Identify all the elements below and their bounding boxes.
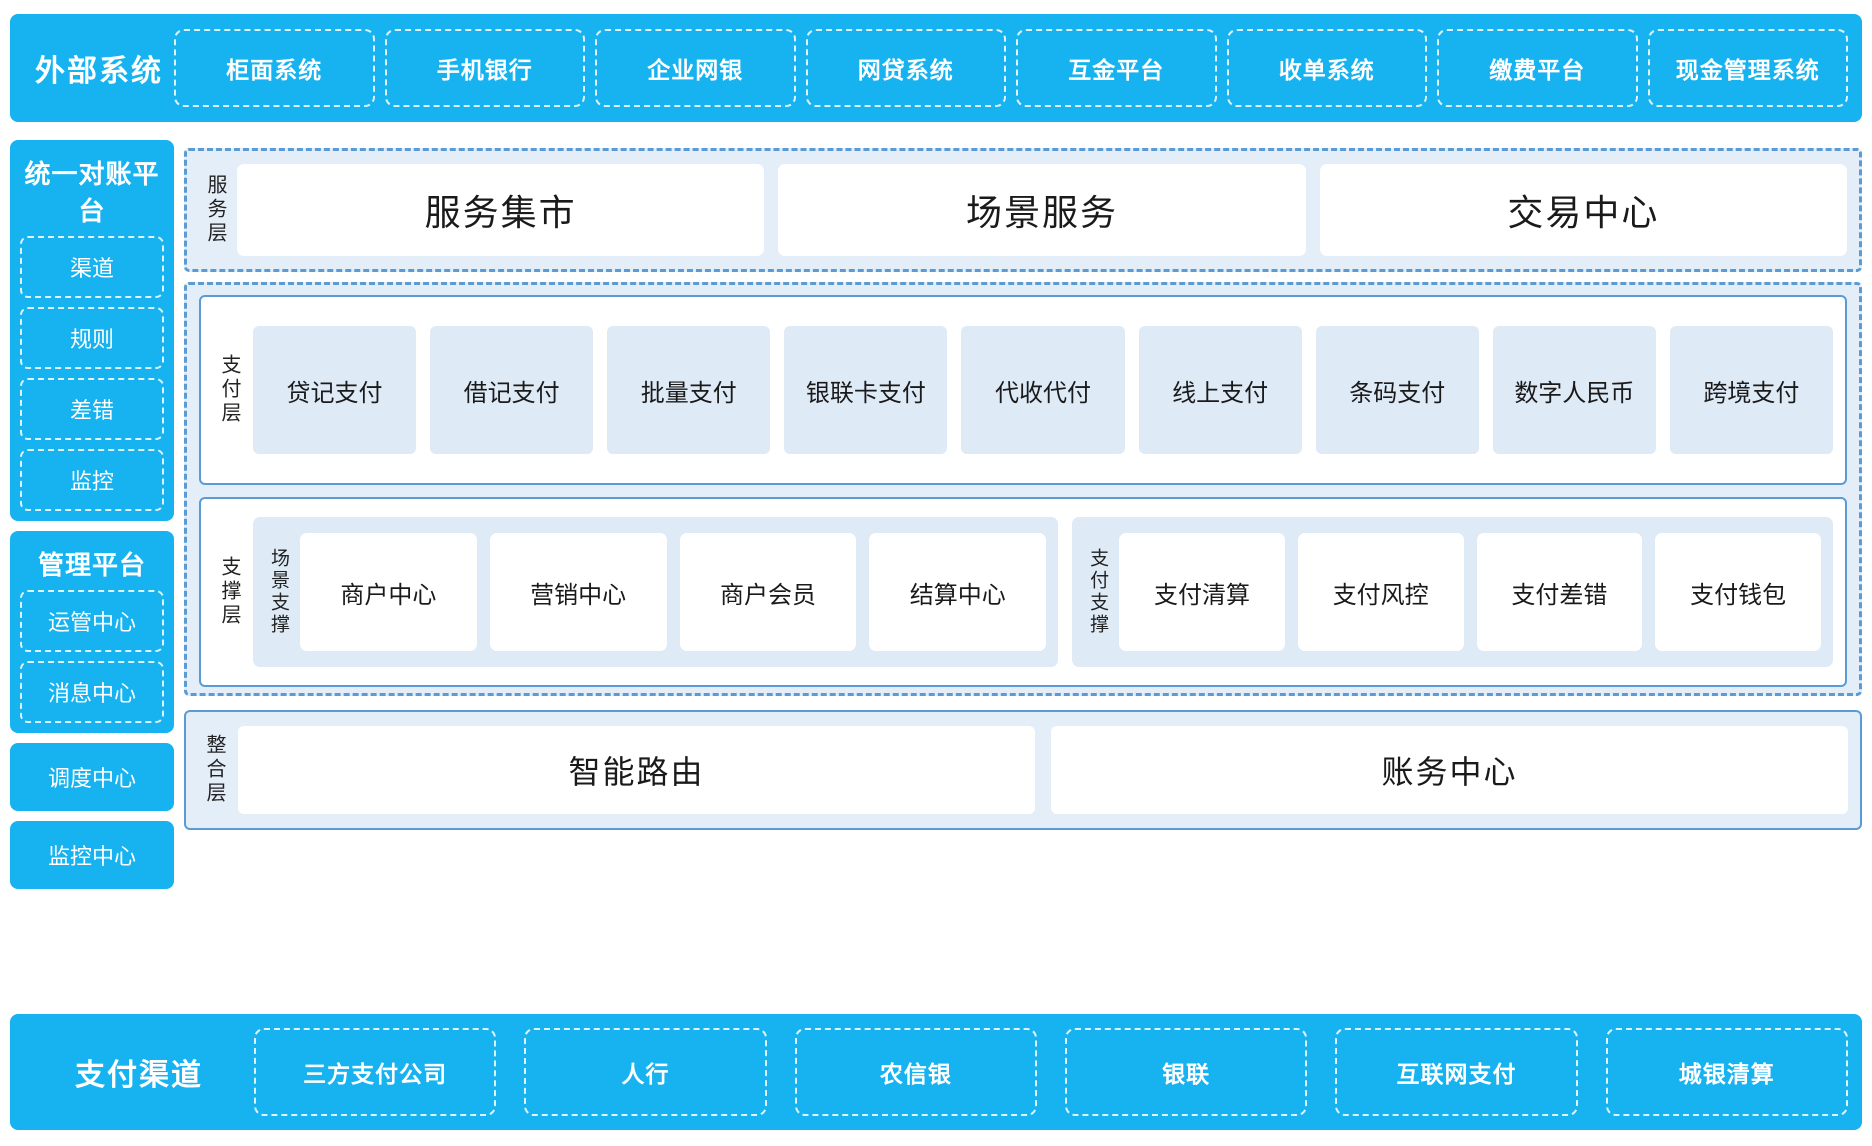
service-layer-label: 服务层 bbox=[204, 174, 226, 246]
payment-layer-items: 贷记支付 借记支付 批量支付 银联卡支付 代收代付 线上支付 条码支付 数字人民… bbox=[253, 326, 1833, 454]
scenario-support-group: 场景支撑 商户中心 营销中心 商户会员 结算中心 bbox=[253, 517, 1059, 667]
support-item-payment-error[interactable]: 支付差错 bbox=[1476, 533, 1643, 651]
layers-column: 服务层 服务集市 场景服务 交易中心 支付层 贷记支付 借记支付 批量支付 银联… bbox=[184, 140, 1862, 980]
external-systems-bar: 外部系统 柜面系统 手机银行 企业网银 网贷系统 互金平台 收单系统 缴费平台 … bbox=[10, 14, 1862, 122]
reconciliation-item-channel[interactable]: 渠道 bbox=[20, 236, 164, 298]
support-item-settlement-center[interactable]: 结算中心 bbox=[869, 533, 1047, 651]
payment-item-barcode[interactable]: 条码支付 bbox=[1315, 326, 1479, 454]
payment-channel-item[interactable]: 三方支付公司 bbox=[254, 1028, 497, 1116]
support-layer-box: 支撑层 场景支撑 商户中心 营销中心 商户会员 结算中心 bbox=[199, 497, 1847, 687]
support-layer-label: 支撑层 bbox=[218, 556, 240, 628]
support-item-marketing-center[interactable]: 营销中心 bbox=[489, 533, 667, 651]
payment-item-digital-rmb[interactable]: 数字人民币 bbox=[1492, 326, 1656, 454]
payment-item-batch[interactable]: 批量支付 bbox=[607, 326, 771, 454]
management-item-message-center[interactable]: 消息中心 bbox=[20, 661, 164, 723]
service-item-marketplace[interactable]: 服务集市 bbox=[237, 164, 765, 256]
management-item-operations-center[interactable]: 运管中心 bbox=[20, 590, 164, 652]
payment-channel-item[interactable]: 银联 bbox=[1064, 1028, 1308, 1116]
external-system-item[interactable]: 网贷系统 bbox=[805, 29, 1006, 107]
payment-channel-item[interactable]: 农信银 bbox=[794, 1028, 1037, 1116]
external-system-item[interactable]: 手机银行 bbox=[384, 29, 585, 107]
reconciliation-platform-card: 统一对账平台 渠道 规则 差错 监控 bbox=[10, 140, 174, 521]
platform-core-region: 统一对账平台 渠道 规则 差错 监控 管理平台 运管中心 消息中心 调度中心 监… bbox=[10, 140, 1862, 980]
payment-item-collection-payment[interactable]: 代收代付 bbox=[961, 326, 1125, 454]
monitoring-center-card[interactable]: 监控中心 bbox=[10, 821, 174, 889]
left-rail: 统一对账平台 渠道 规则 差错 监控 管理平台 运管中心 消息中心 调度中心 监… bbox=[10, 140, 174, 899]
payment-item-unionpay-card[interactable]: 银联卡支付 bbox=[784, 326, 948, 454]
support-item-payment-clearing[interactable]: 支付清算 bbox=[1119, 533, 1285, 651]
service-layer-items: 服务集市 场景服务 交易中心 bbox=[237, 164, 1847, 256]
support-item-payment-wallet[interactable]: 支付钱包 bbox=[1655, 533, 1821, 651]
scheduling-center-card[interactable]: 调度中心 bbox=[10, 743, 174, 811]
external-system-item[interactable]: 企业网银 bbox=[595, 29, 796, 107]
management-platform-title: 管理平台 bbox=[37, 550, 146, 580]
support-item-payment-risk[interactable]: 支付风控 bbox=[1297, 533, 1464, 651]
payment-channel-item[interactable]: 人行 bbox=[524, 1028, 767, 1116]
integration-layer-items: 智能路由 账务中心 bbox=[238, 726, 1848, 814]
scenario-support-label: 场景支撑 bbox=[268, 548, 289, 636]
support-layer-groups: 场景支撑 商户中心 营销中心 商户会员 结算中心 支付支撑 支付清算 bbox=[253, 517, 1833, 667]
external-system-item[interactable]: 收单系统 bbox=[1226, 29, 1427, 107]
core-layers-group: 支付层 贷记支付 借记支付 批量支付 银联卡支付 代收代付 线上支付 条码支付 … bbox=[184, 282, 1862, 696]
reconciliation-item-monitor[interactable]: 监控 bbox=[20, 449, 164, 511]
payment-channels-list: 三方支付公司 人行 农信银 银联 互联网支付 城银清算 bbox=[254, 1028, 1848, 1116]
payment-channels-title: 支付渠道 bbox=[75, 1059, 203, 1092]
integration-layer-box: 整合层 智能路由 账务中心 bbox=[184, 710, 1862, 830]
payment-channels-bar: 支付渠道 三方支付公司 人行 农信银 银联 互联网支付 城银清算 bbox=[10, 1014, 1862, 1130]
payment-channel-item[interactable]: 城银清算 bbox=[1605, 1028, 1848, 1116]
reconciliation-platform-title: 统一对账平台 bbox=[24, 159, 160, 226]
payment-item-cross-border[interactable]: 跨境支付 bbox=[1669, 326, 1833, 454]
payment-support-label: 支付支撑 bbox=[1087, 548, 1109, 636]
payment-channel-item[interactable]: 互联网支付 bbox=[1335, 1028, 1578, 1116]
support-item-merchant-center[interactable]: 商户中心 bbox=[300, 533, 477, 651]
scenario-support-items: 商户中心 营销中心 商户会员 结算中心 bbox=[300, 533, 1047, 651]
payment-item-online[interactable]: 线上支付 bbox=[1138, 326, 1302, 454]
payment-support-items: 支付清算 支付风控 支付差错 支付钱包 bbox=[1119, 533, 1821, 651]
service-item-scenario[interactable]: 场景服务 bbox=[778, 164, 1306, 256]
management-platform-card: 管理平台 运管中心 消息中心 bbox=[10, 531, 174, 733]
support-item-merchant-member[interactable]: 商户会员 bbox=[679, 533, 857, 651]
payment-item-debit[interactable]: 借记支付 bbox=[430, 326, 594, 454]
external-systems-title: 外部系统 bbox=[35, 55, 163, 88]
payment-layer-box: 支付层 贷记支付 借记支付 批量支付 银联卡支付 代收代付 线上支付 条码支付 … bbox=[199, 295, 1847, 485]
payment-support-group: 支付支撑 支付清算 支付风控 支付差错 支付钱包 bbox=[1072, 517, 1833, 667]
reconciliation-item-error[interactable]: 差错 bbox=[20, 378, 164, 440]
external-systems-list: 柜面系统 手机银行 企业网银 网贷系统 互金平台 收单系统 缴费平台 现金管理系… bbox=[174, 29, 1848, 107]
reconciliation-item-rule[interactable]: 规则 bbox=[20, 307, 164, 369]
external-system-item[interactable]: 现金管理系统 bbox=[1647, 29, 1848, 107]
service-layer-group: 服务层 服务集市 场景服务 交易中心 bbox=[184, 148, 1862, 272]
external-system-item[interactable]: 柜面系统 bbox=[174, 29, 375, 107]
payment-layer-label: 支付层 bbox=[218, 354, 240, 426]
service-item-transaction-center[interactable]: 交易中心 bbox=[1319, 164, 1847, 256]
integration-layer-label: 整合层 bbox=[203, 734, 225, 806]
external-system-item[interactable]: 缴费平台 bbox=[1437, 29, 1638, 107]
integration-item-smart-routing[interactable]: 智能路由 bbox=[238, 726, 1035, 814]
payment-item-credit[interactable]: 贷记支付 bbox=[253, 326, 417, 454]
integration-item-accounting-center[interactable]: 账务中心 bbox=[1051, 726, 1848, 814]
external-system-item[interactable]: 互金平台 bbox=[1016, 29, 1217, 107]
